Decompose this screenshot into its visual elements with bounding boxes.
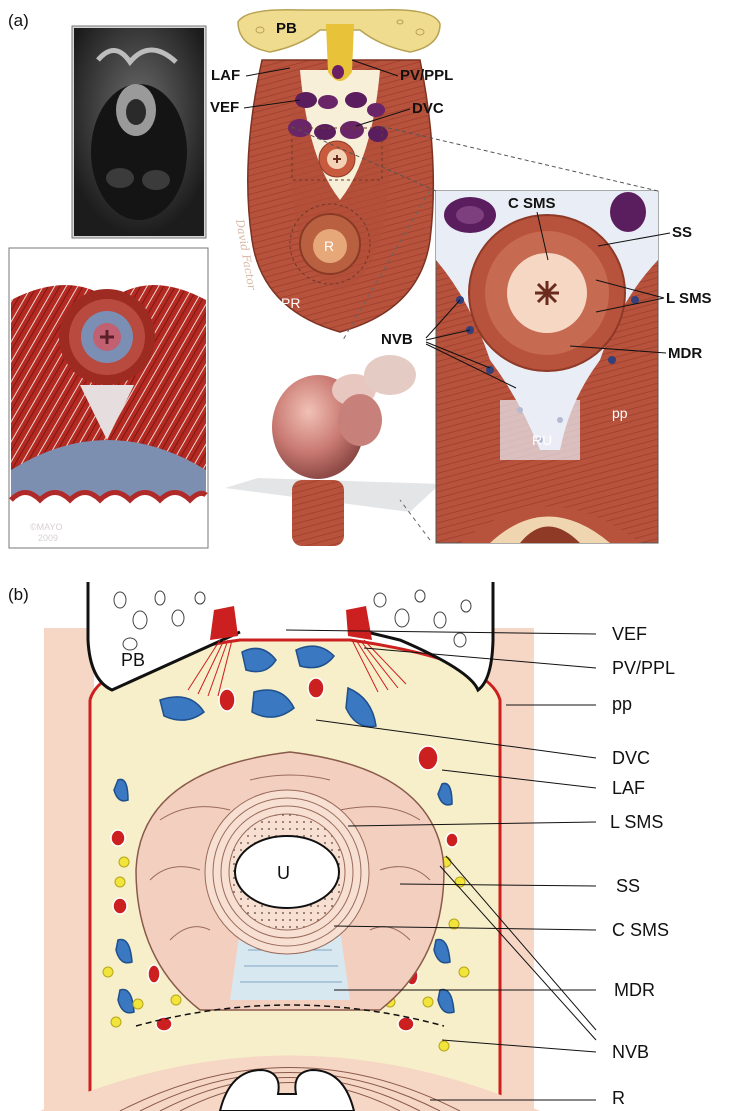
callout-nvb: NVB	[612, 1042, 649, 1062]
label-l-sms: L SMS	[666, 290, 712, 307]
inner-label-pb: PB	[121, 650, 145, 670]
label-pp: pp	[612, 405, 628, 421]
mayo-stamp-line2: 2009	[38, 533, 58, 543]
label-dvc: DVC	[412, 100, 444, 117]
panel-a-label: (a)	[8, 11, 29, 30]
inner-label-u: U	[277, 863, 290, 883]
label-pr: PR	[281, 295, 300, 311]
callout-ss: SS	[616, 876, 640, 896]
label-c-sms: C SMS	[508, 195, 556, 212]
panel-b: (b) PB	[8, 582, 675, 1111]
label-nvb: NVB	[381, 331, 413, 348]
label-pv-ppl: PV/PPL	[400, 67, 453, 84]
callout-l-sms: L SMS	[610, 812, 663, 832]
panel-b-callouts: VEF PV/PPL pp DVC LAF L SMS SS C SMS MDR…	[610, 624, 675, 1108]
label-ss: SS	[672, 224, 692, 241]
panel-b-label: (b)	[8, 585, 29, 604]
callout-mdr: MDR	[614, 980, 655, 1000]
mayo-stamp-line1: ©MAYO	[30, 522, 62, 532]
histology-inset: ©MAYO 2009	[9, 248, 208, 548]
label-vef: VEF	[210, 99, 239, 116]
label-mdr: MDR	[668, 345, 702, 362]
callout-vef: VEF	[612, 624, 647, 644]
callout-pp: pp	[612, 694, 632, 714]
central-illustration: David Factor	[233, 10, 440, 332]
label-r: R	[324, 238, 334, 254]
label-ru: RU	[532, 432, 552, 448]
callout-c-sms: C SMS	[612, 920, 669, 940]
callout-r: R	[612, 1088, 625, 1108]
callout-pv-ppl: PV/PPL	[612, 658, 675, 678]
callout-dvc: DVC	[612, 748, 650, 768]
label-pb: PB	[276, 20, 297, 37]
callout-laf: LAF	[612, 778, 645, 798]
mri-inset	[72, 26, 206, 238]
panel-a: (a) ©MAYO 2009	[8, 10, 712, 548]
label-laf: LAF	[211, 67, 240, 84]
